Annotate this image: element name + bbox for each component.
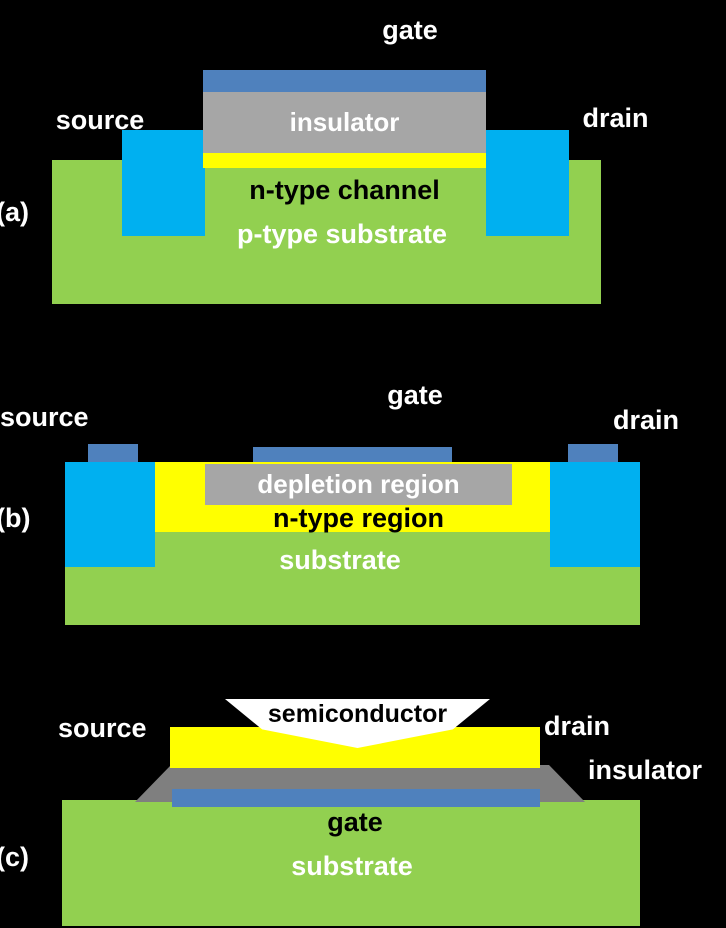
diagram-c-insulator-label: insulator — [588, 755, 703, 785]
diagram-a-source-label: source — [55, 105, 145, 135]
diagram-c-source-label: source — [58, 713, 147, 743]
diagram-b-gate-label: gate — [387, 380, 443, 410]
diagram-a-gate-metal-block — [203, 70, 486, 92]
diagram-b-drain-block — [550, 462, 640, 567]
diagram-a-drain-block — [486, 130, 569, 236]
diagram-b-drain-contact-block — [568, 444, 618, 462]
diagram-c-drain-label: drain — [544, 711, 611, 741]
diagram-b-depletion-block: depletion region — [205, 464, 512, 505]
diagram-b-tag: (b) — [0, 503, 31, 533]
diagram-b-source-label: source — [0, 402, 89, 432]
diagram-a-source-block — [122, 130, 205, 236]
diagram-a-insulator-label: insulator — [289, 107, 400, 138]
diagram-a-insulator-block: insulator — [203, 92, 486, 153]
diagram-b-depletion-label: depletion region — [257, 469, 460, 500]
diagram-c-tag: (c) — [0, 842, 29, 872]
diagram-c-substrate-block — [62, 800, 640, 926]
diagram-c-semiconductor-label: semiconductor — [267, 700, 448, 728]
diagram-c-gate-metal-block — [172, 789, 540, 807]
diagram-a-tag: (a) — [0, 197, 29, 227]
diagram-b-substrate-block — [65, 532, 640, 625]
diagram-b-region-label: n-type region — [272, 503, 444, 533]
diagram-b-gate-contact-block — [253, 447, 452, 462]
diagram-a-channel-label: n-type channel — [249, 175, 440, 205]
diagram-b-source-contact-block — [88, 444, 138, 462]
diagram-b-substrate-label: substrate — [279, 545, 401, 575]
diagram-b-drain-label: drain — [613, 405, 680, 435]
diagram-a-channel-strip — [203, 153, 486, 168]
diagram-a-drain-label: drain — [582, 103, 649, 133]
diagram-a-substrate-label: p-type substrate — [236, 219, 448, 249]
diagram-c-gate-label: gate — [327, 807, 383, 837]
diagram-a-gate-label: gate — [382, 15, 438, 45]
diagram-b-source-block — [65, 462, 155, 567]
diagram-c-substrate-label: substrate — [291, 851, 413, 881]
